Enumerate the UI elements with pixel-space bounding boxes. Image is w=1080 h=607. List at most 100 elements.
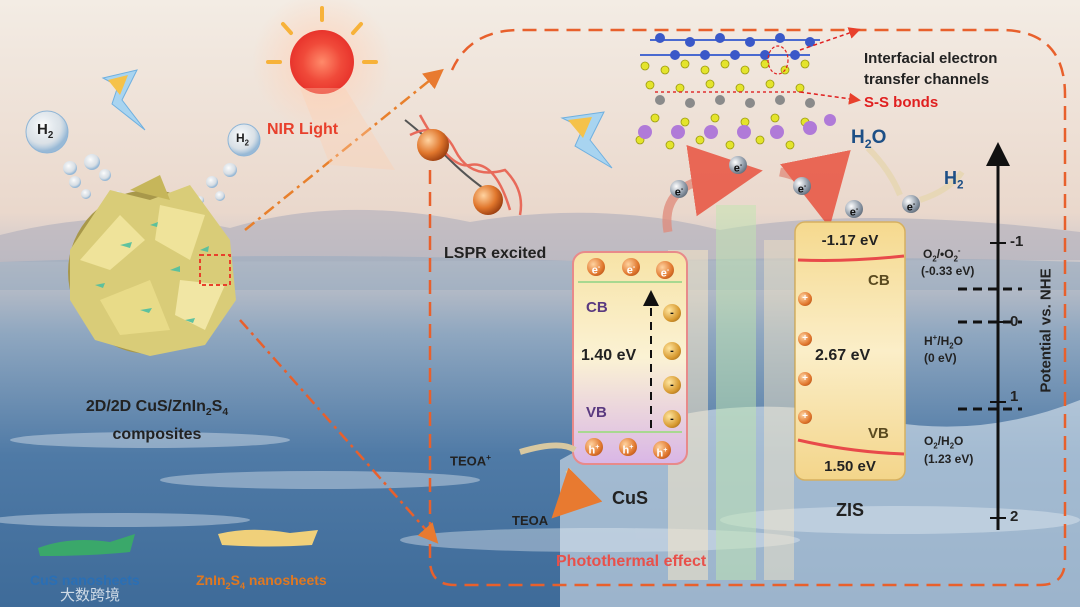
h2-product-label: H2 xyxy=(944,168,964,192)
electron-symbol: e xyxy=(797,183,804,196)
cus-hole-icon: h+ xyxy=(619,438,637,457)
zis-cb-edge-label: -1.17 eV xyxy=(821,232,879,249)
h2-bubble-icon xyxy=(25,110,69,154)
cus-hole-icon: hVB+ xyxy=(585,438,603,457)
potential-sup: + xyxy=(932,333,938,342)
electron-icon: e- xyxy=(845,200,863,219)
zis-name-label: ZIS xyxy=(835,500,864,520)
hole-plus: + xyxy=(595,443,600,451)
potential-text: H xyxy=(924,334,933,348)
zis-gap-label: 2.67 eV xyxy=(815,347,871,364)
o2-superoxide-label: O2/•O2- xyxy=(923,246,961,263)
electron-icon: e- xyxy=(902,195,920,214)
zis-hole-icon: + xyxy=(798,410,812,424)
h2o-sub: 2 xyxy=(864,136,872,151)
composite-subtitle: composites xyxy=(112,426,202,443)
electron-charge: - xyxy=(597,263,601,271)
teoa-label: TEOA xyxy=(512,513,549,528)
zis-legend-sub: 4 xyxy=(239,580,246,591)
axis-title: Potential vs. NHE xyxy=(1037,268,1055,393)
cus-vb-label: VB xyxy=(586,404,607,421)
ss-bonds-label: S-S bonds xyxy=(864,94,939,111)
composite-title-sub: 2 xyxy=(205,407,212,419)
teoa-plus-text: TEOA xyxy=(450,453,487,469)
zis-nanosheets-label: ZnIn2S4 nanosheets xyxy=(196,572,327,591)
composite-title-text: 2D/2D CuS/ZnIn xyxy=(85,398,206,415)
h-h2o-value: (0 eV) xyxy=(924,351,957,365)
cus-nanosheet-icon xyxy=(38,534,135,556)
h2-text: H xyxy=(37,121,48,138)
zis-hole-icon: + xyxy=(798,292,812,306)
axis-tick-label: 0 xyxy=(1010,313,1019,330)
electron-symbol: e xyxy=(733,162,740,175)
photothermal-label: Photothermal effect xyxy=(556,553,707,570)
zoom-arrow-top xyxy=(244,68,444,231)
h2-bubble-icon xyxy=(227,123,261,157)
electron-charge: - xyxy=(632,263,636,271)
hole-trap-icon: - xyxy=(663,376,681,394)
cus-electron-icon: e- xyxy=(656,261,674,280)
electron-charge: - xyxy=(739,161,743,169)
hole-trap-charge: - xyxy=(670,345,674,357)
hole-trap-icon: - xyxy=(663,342,681,360)
teoa-plus-label: TEOA+ xyxy=(450,452,491,468)
potential-text: O xyxy=(923,247,933,261)
lspr-label: LSPR excited xyxy=(444,245,547,262)
potential-text: /H xyxy=(937,434,950,448)
zis-legend-sub: 2 xyxy=(225,580,231,591)
zis-legend-text: S xyxy=(230,572,240,588)
cus-cb-label: CB xyxy=(586,299,608,316)
cus-name-label: CuS xyxy=(612,488,648,508)
axis-tick-label: 1 xyxy=(1010,388,1019,405)
zis-cb-line xyxy=(797,254,905,262)
potential-text: O xyxy=(954,434,964,448)
potential-text: O xyxy=(924,434,934,448)
hole-symbol: h xyxy=(656,447,664,460)
teoa-plus-sup: + xyxy=(486,452,492,462)
dashed-frame xyxy=(428,28,1067,587)
electron-symbol: e xyxy=(591,264,598,277)
h-h2o-label: H+/H2O xyxy=(924,333,963,350)
h2-text: H xyxy=(236,131,245,145)
sun-rays xyxy=(266,6,378,64)
cus-gap-label: 1.40 eV xyxy=(581,347,637,364)
h2-sub: 2 xyxy=(244,138,250,148)
zis-cb-label: CB xyxy=(868,272,890,289)
zis-legend-text: ZnIn xyxy=(196,572,226,588)
hole-trap-charge: - xyxy=(670,307,674,319)
zis-hole-icon: + xyxy=(798,372,812,386)
zis-nanosheet-icon xyxy=(218,529,318,547)
zis-band-box xyxy=(794,221,906,481)
o2-superoxide-value: (-0.33 eV) xyxy=(921,264,975,278)
h2-sub: 2 xyxy=(957,178,964,192)
zis-vb-edge-label: 1.50 eV xyxy=(824,458,876,475)
electron-icon: e- xyxy=(670,180,688,199)
hole-symbol: h xyxy=(588,444,596,457)
h2-bubble-label: H2 xyxy=(37,121,53,141)
watermark: 大数跨境 xyxy=(60,587,121,604)
potential-sub: 2 xyxy=(933,441,938,451)
cus-nanosheets-label: CuS nanosheets xyxy=(30,572,140,588)
axis-tick-label: 2 xyxy=(1010,508,1019,525)
h2o-text: H xyxy=(851,127,865,148)
hole-plus: + xyxy=(663,446,668,454)
axis-tick-label: -1 xyxy=(1010,233,1024,250)
sun-icon xyxy=(290,30,354,94)
lspr-helix-icon xyxy=(404,114,523,216)
zis-vb-label: VB xyxy=(868,425,889,442)
potential-text: O xyxy=(953,334,963,348)
zoom-arrow-bottom xyxy=(239,319,439,544)
h2-sub: 2 xyxy=(47,130,54,141)
zis-vb-line xyxy=(797,438,905,456)
electron-symbol: e xyxy=(674,186,681,199)
photothermal-column xyxy=(764,240,794,580)
potential-sub: 2 xyxy=(953,254,958,264)
electron-charge: - xyxy=(855,205,859,213)
photothermal-column xyxy=(716,205,756,580)
potential-sub: 2 xyxy=(949,341,954,351)
electron-icon: e- xyxy=(793,177,811,196)
potential-sub: 2 xyxy=(949,441,955,451)
h2o-label: H2O xyxy=(851,127,886,151)
cus-hole-icon: h+ xyxy=(653,441,671,460)
potential-text: /•O xyxy=(936,247,954,261)
